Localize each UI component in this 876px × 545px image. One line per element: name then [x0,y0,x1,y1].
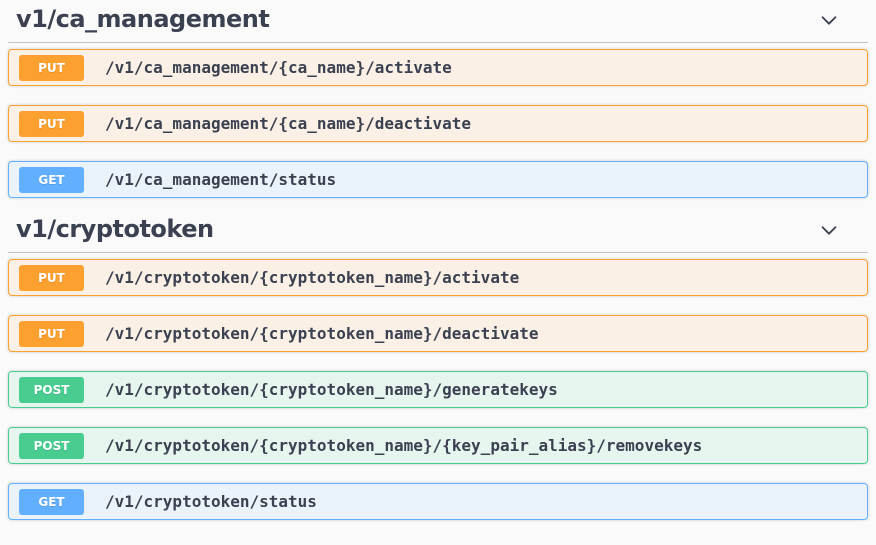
endpoint-row[interactable]: PUT /v1/cryptotoken/{cryptotoken_name}/d… [8,315,868,352]
endpoint-row[interactable]: POST /v1/cryptotoken/{cryptotoken_name}/… [8,371,868,408]
method-badge: PUT [19,110,84,137]
chevron-down-icon[interactable] [818,9,840,31]
api-operations-list: v1/ca_management PUT /v1/ca_management/{… [8,0,868,520]
endpoint-path: /v1/ca_management/{ca_name}/deactivate [105,114,472,133]
endpoint-path: /v1/cryptotoken/{cryptotoken_name}/activ… [105,268,520,287]
endpoint-group: PUT /v1/cryptotoken/{cryptotoken_name}/a… [8,259,868,520]
api-tag-section: v1/cryptotoken PUT /v1/cryptotoken/{cryp… [8,210,868,520]
endpoint-row[interactable]: PUT /v1/ca_management/{ca_name}/activate [8,49,868,86]
endpoint-path: /v1/cryptotoken/status [105,492,317,511]
method-badge: GET [19,166,84,193]
endpoint-path: /v1/ca_management/status [105,170,337,189]
method-badge: PUT [19,320,84,347]
endpoint-path: /v1/cryptotoken/{cryptotoken_name}/gener… [105,380,558,399]
method-badge: PUT [19,54,84,81]
chevron-down-icon[interactable] [818,219,840,241]
tag-title: v1/cryptotoken [16,215,214,243]
endpoint-row[interactable]: POST /v1/cryptotoken/{cryptotoken_name}/… [8,427,868,464]
method-badge: POST [19,432,84,459]
endpoint-path: /v1/cryptotoken/{cryptotoken_name}/deact… [105,324,539,343]
endpoint-row[interactable]: GET /v1/cryptotoken/status [8,483,868,520]
method-badge: POST [19,376,84,403]
endpoint-path: /v1/ca_management/{ca_name}/activate [105,58,452,77]
endpoint-row[interactable]: PUT /v1/cryptotoken/{cryptotoken_name}/a… [8,259,868,296]
endpoint-row[interactable]: GET /v1/ca_management/status [8,161,868,198]
method-badge: GET [19,488,84,515]
method-badge: PUT [19,264,84,291]
endpoint-group: PUT /v1/ca_management/{ca_name}/activate… [8,49,868,198]
api-tag-section: v1/ca_management PUT /v1/ca_management/{… [8,0,868,198]
endpoint-row[interactable]: PUT /v1/ca_management/{ca_name}/deactiva… [8,105,868,142]
tag-title: v1/ca_management [16,5,270,33]
tag-header[interactable]: v1/cryptotoken [8,210,868,253]
endpoint-path: /v1/cryptotoken/{cryptotoken_name}/{key_… [105,436,703,455]
tag-header[interactable]: v1/ca_management [8,0,868,43]
